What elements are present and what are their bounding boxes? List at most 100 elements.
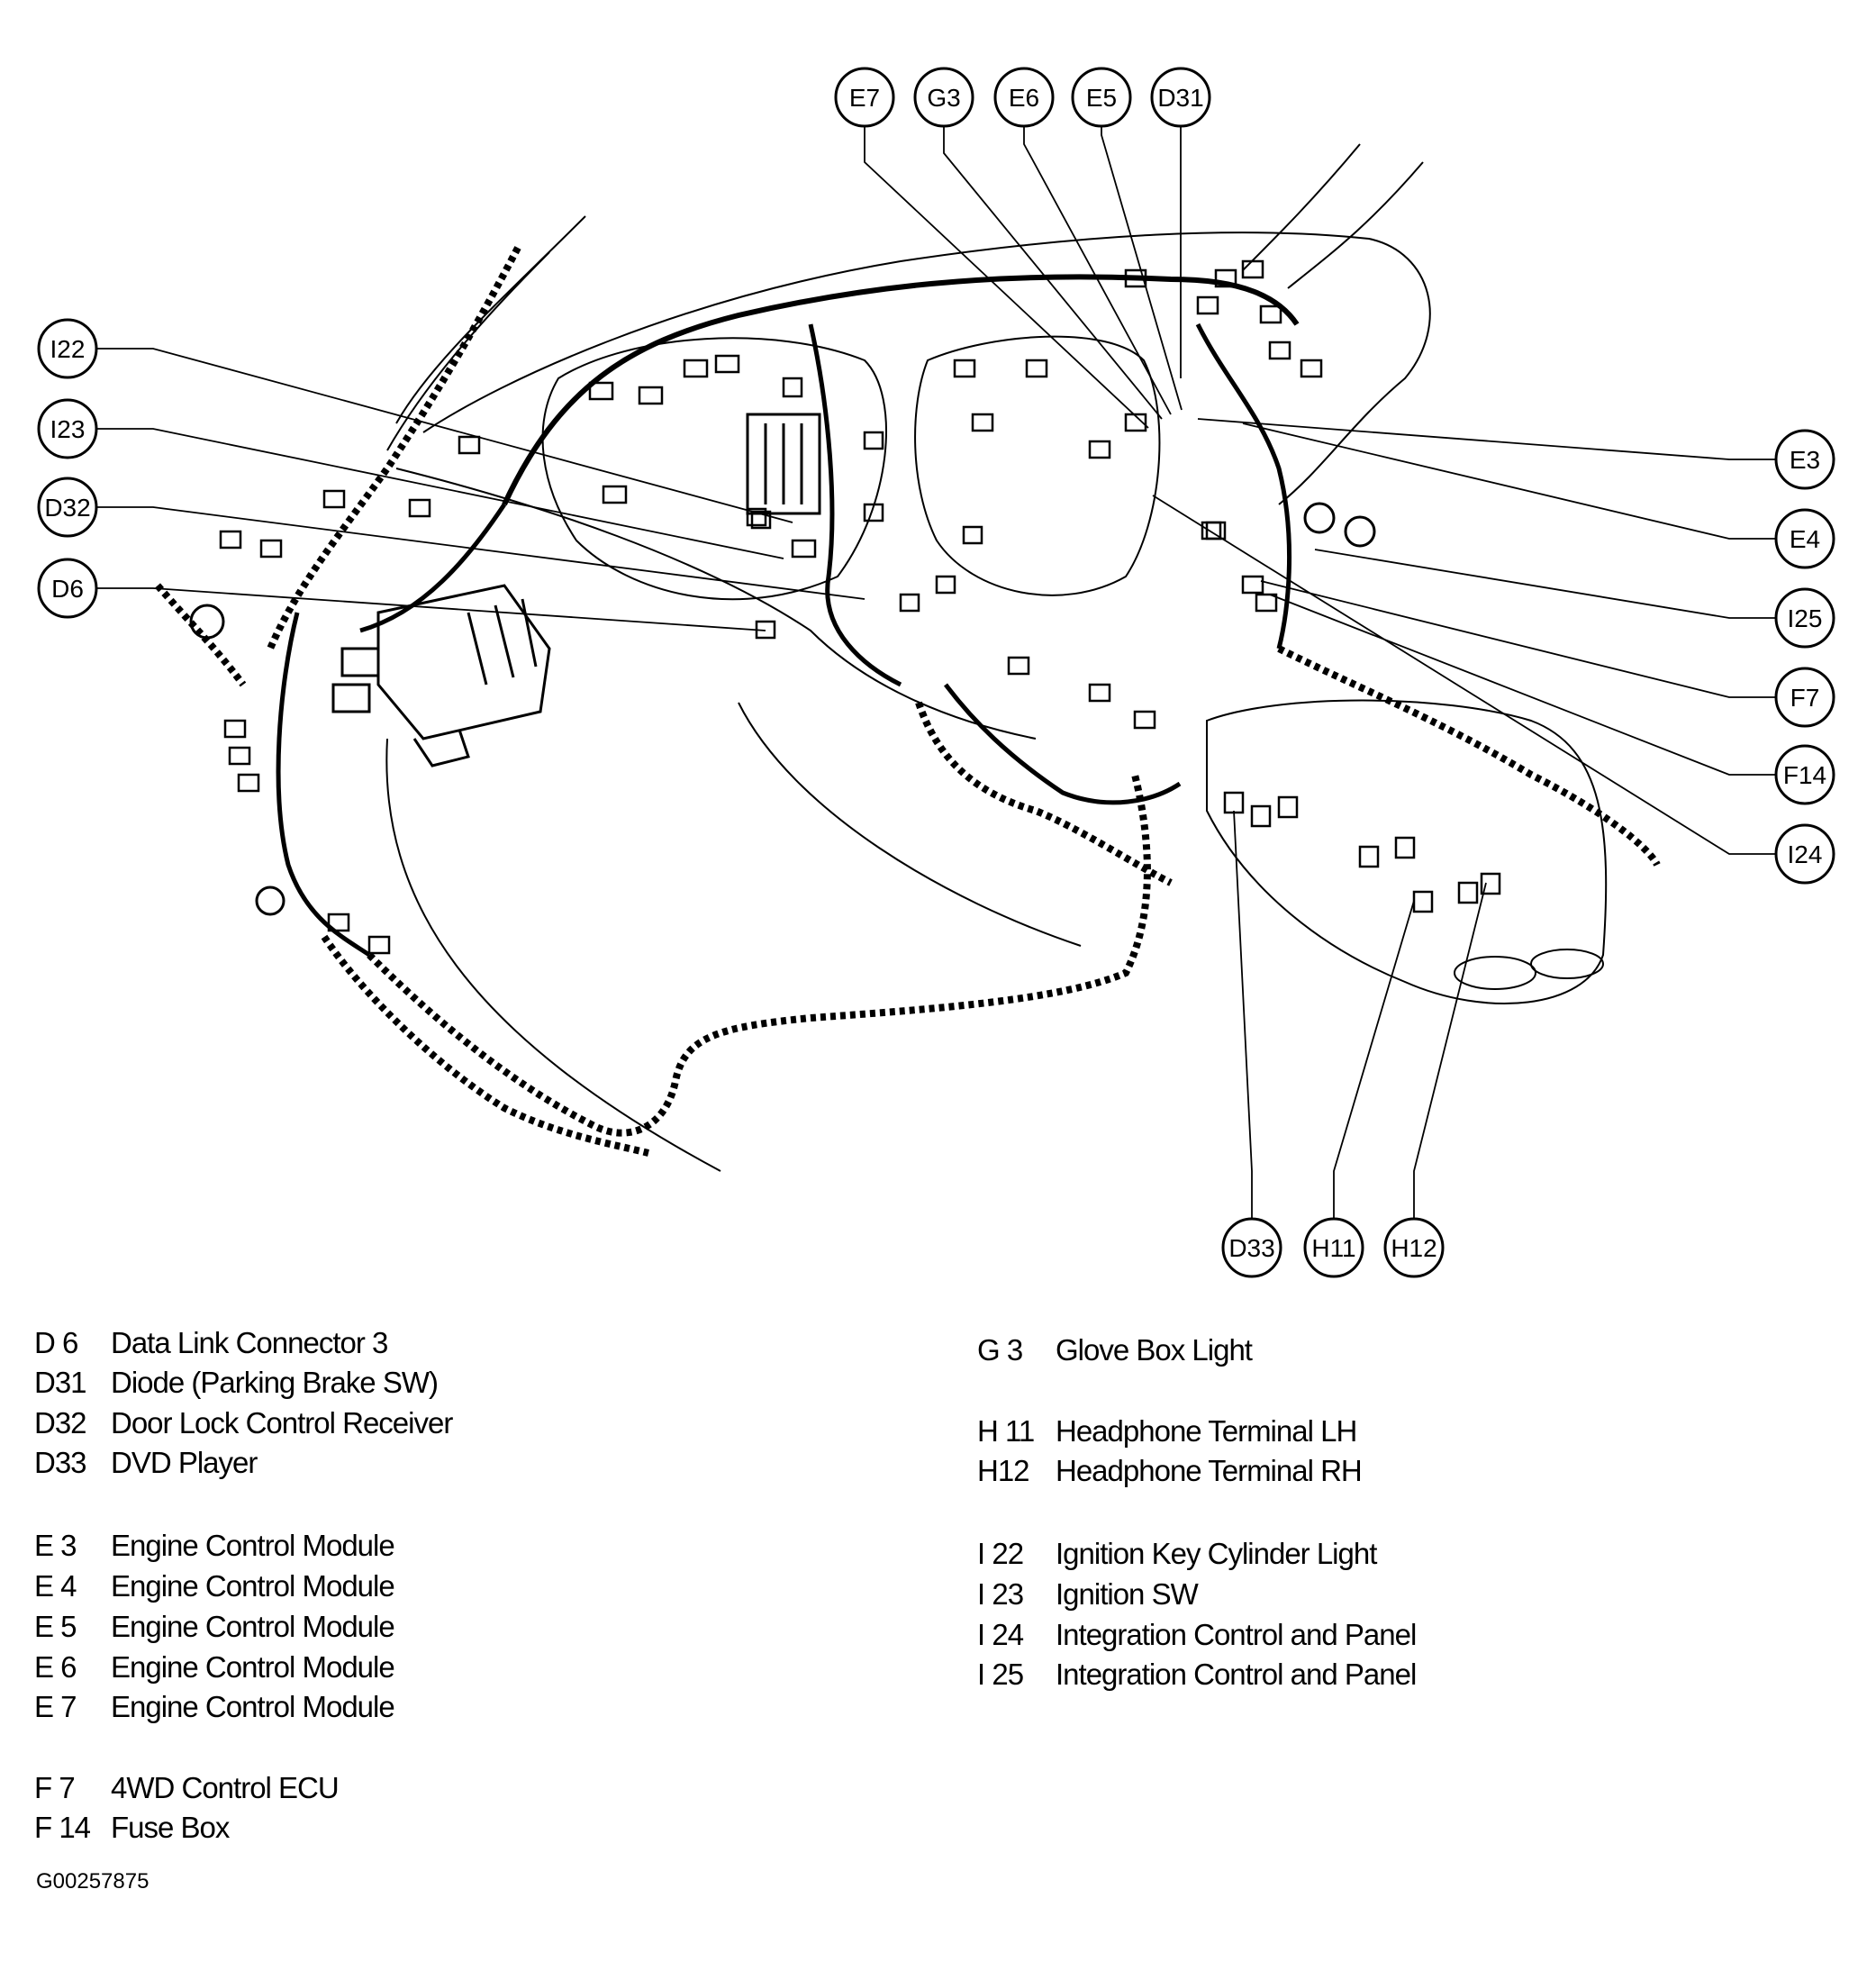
- legend-code: E 4: [34, 1569, 77, 1603]
- corrugated-harness: [367, 774, 1151, 1137]
- leader-lines: [97, 97, 1776, 1230]
- corrugated-harness: [915, 701, 1173, 886]
- legend-desc: Engine Control Module: [111, 1690, 395, 1723]
- callout-H11: H11: [1303, 1217, 1364, 1278]
- legend-code: D32: [34, 1406, 87, 1440]
- callout-D31: D31: [1150, 67, 1211, 128]
- legend-code: D33: [34, 1446, 87, 1479]
- callout-F7: F7: [1774, 667, 1835, 728]
- legend-desc: Headphone Terminal RH: [1056, 1454, 1363, 1487]
- legend-code: D 6: [34, 1326, 78, 1359]
- legend-desc: Ignition Key Cylinder Light: [1056, 1537, 1377, 1570]
- dashboard-edge: [395, 468, 1037, 740]
- legend-code: E 5: [34, 1610, 77, 1643]
- svg-text:D31: D31: [1157, 84, 1203, 112]
- svg-text:E4: E4: [1790, 525, 1820, 553]
- legend-desc: Engine Control Module: [111, 1610, 395, 1643]
- harness-branch: [944, 683, 1182, 805]
- legend-desc: Engine Control Module: [111, 1650, 395, 1684]
- callout-I22: I22: [37, 318, 98, 379]
- callout-E4: E4: [1774, 508, 1835, 569]
- svg-text:E7: E7: [849, 84, 880, 112]
- center-stack: [914, 335, 1161, 596]
- callout-F14: F14: [1774, 744, 1835, 805]
- legend-code: I 23: [977, 1577, 1024, 1611]
- harness-branch: [1195, 322, 1292, 649]
- grommets: [189, 502, 1376, 916]
- svg-text:F14: F14: [1783, 761, 1826, 789]
- legend-desc: Door Lock Control Receiver: [111, 1406, 453, 1440]
- harness-branch: [808, 323, 902, 687]
- center-console: [1206, 699, 1608, 1004]
- corrugated-harness: [1277, 645, 1661, 867]
- svg-text:F7: F7: [1790, 684, 1820, 712]
- connectors: [219, 259, 1501, 955]
- callout-I23: I23: [37, 398, 98, 459]
- pillar-right: [1242, 143, 1424, 289]
- callout-E5: E5: [1071, 67, 1132, 128]
- relay-block: [746, 413, 821, 515]
- pillar-left: [386, 215, 586, 451]
- svg-text:H11: H11: [1311, 1234, 1355, 1262]
- legend-code: D31: [34, 1366, 87, 1399]
- svg-text:D6: D6: [51, 575, 84, 603]
- svg-text:E5: E5: [1086, 84, 1117, 112]
- fuse-box: [331, 584, 551, 768]
- callout-D6: D6: [37, 558, 98, 619]
- svg-text:H12: H12: [1391, 1234, 1436, 1262]
- corrugated-harness: [321, 934, 649, 1157]
- legend-code: H12: [977, 1454, 1030, 1487]
- legend-desc: Integration Control and Panel: [1056, 1618, 1417, 1651]
- legend-desc: Fuse Box: [111, 1811, 230, 1844]
- legend-code: E 3: [34, 1529, 77, 1562]
- legend-desc: Data Link Connector 3: [111, 1326, 388, 1359]
- callout-markers: E7 G3 E6 E5 D31 I22 I23 D32 D6 E3 E4 I25…: [37, 67, 1835, 1278]
- svg-text:I25: I25: [1788, 604, 1823, 632]
- legend-code: G 3: [977, 1333, 1023, 1367]
- legend-desc: DVD Player: [111, 1446, 258, 1479]
- callout-D32: D32: [37, 477, 98, 538]
- legend-desc: Ignition SW: [1056, 1577, 1199, 1611]
- svg-text:E3: E3: [1790, 446, 1820, 474]
- cup-holder: [1454, 956, 1536, 990]
- callout-I25: I25: [1774, 587, 1835, 649]
- legend-desc: Engine Control Module: [111, 1569, 395, 1603]
- main-harness: [502, 274, 1300, 506]
- svg-text:I23: I23: [50, 415, 86, 443]
- legend-code: F 7: [34, 1771, 76, 1804]
- legend-desc: Headphone Terminal LH: [1056, 1414, 1357, 1448]
- svg-text:G3: G3: [927, 84, 960, 112]
- legend-desc: Glove Box Light: [1056, 1333, 1253, 1367]
- svg-text:E6: E6: [1009, 84, 1039, 112]
- callout-E7: E7: [834, 67, 895, 128]
- figure-id: G00257875: [36, 1869, 150, 1894]
- legend-code: H 11: [977, 1414, 1035, 1448]
- cup-holder: [1530, 949, 1604, 979]
- legend-code: E 6: [34, 1650, 77, 1684]
- callout-D33: D33: [1221, 1217, 1282, 1278]
- svg-text:I22: I22: [50, 335, 86, 363]
- legend-code: I 25: [977, 1658, 1024, 1691]
- legend-code: F 14: [34, 1811, 91, 1844]
- callout-G3: G3: [913, 67, 974, 128]
- instrument-cluster: [541, 337, 887, 601]
- legend-desc: Diode (Parking Brake SW): [111, 1366, 439, 1399]
- legend-code: I 24: [977, 1618, 1024, 1651]
- legend-code: E 7: [34, 1690, 77, 1723]
- harness-branch: [276, 503, 507, 958]
- svg-text:I24: I24: [1788, 840, 1823, 868]
- corrugated-harness: [267, 246, 521, 650]
- legend-desc: Integration Control and Panel: [1056, 1658, 1417, 1691]
- legend-desc: Engine Control Module: [111, 1529, 395, 1562]
- svg-text:D32: D32: [44, 494, 90, 522]
- legend-code: I 22: [977, 1537, 1024, 1570]
- wiring-harness-diagram: E7 G3 E6 E5 D31 I22 I23 D32 D6 E3 E4 I25…: [37, 67, 1835, 1278]
- callout-E6: E6: [993, 67, 1055, 128]
- floor-line: [385, 702, 1082, 1172]
- dashboard-outline: [422, 232, 1431, 505]
- legend-desc: 4WD Control ECU: [111, 1771, 340, 1804]
- svg-text:D33: D33: [1228, 1234, 1274, 1262]
- callout-E3: E3: [1774, 429, 1835, 490]
- callout-I24: I24: [1774, 823, 1835, 885]
- callout-H12: H12: [1383, 1217, 1445, 1278]
